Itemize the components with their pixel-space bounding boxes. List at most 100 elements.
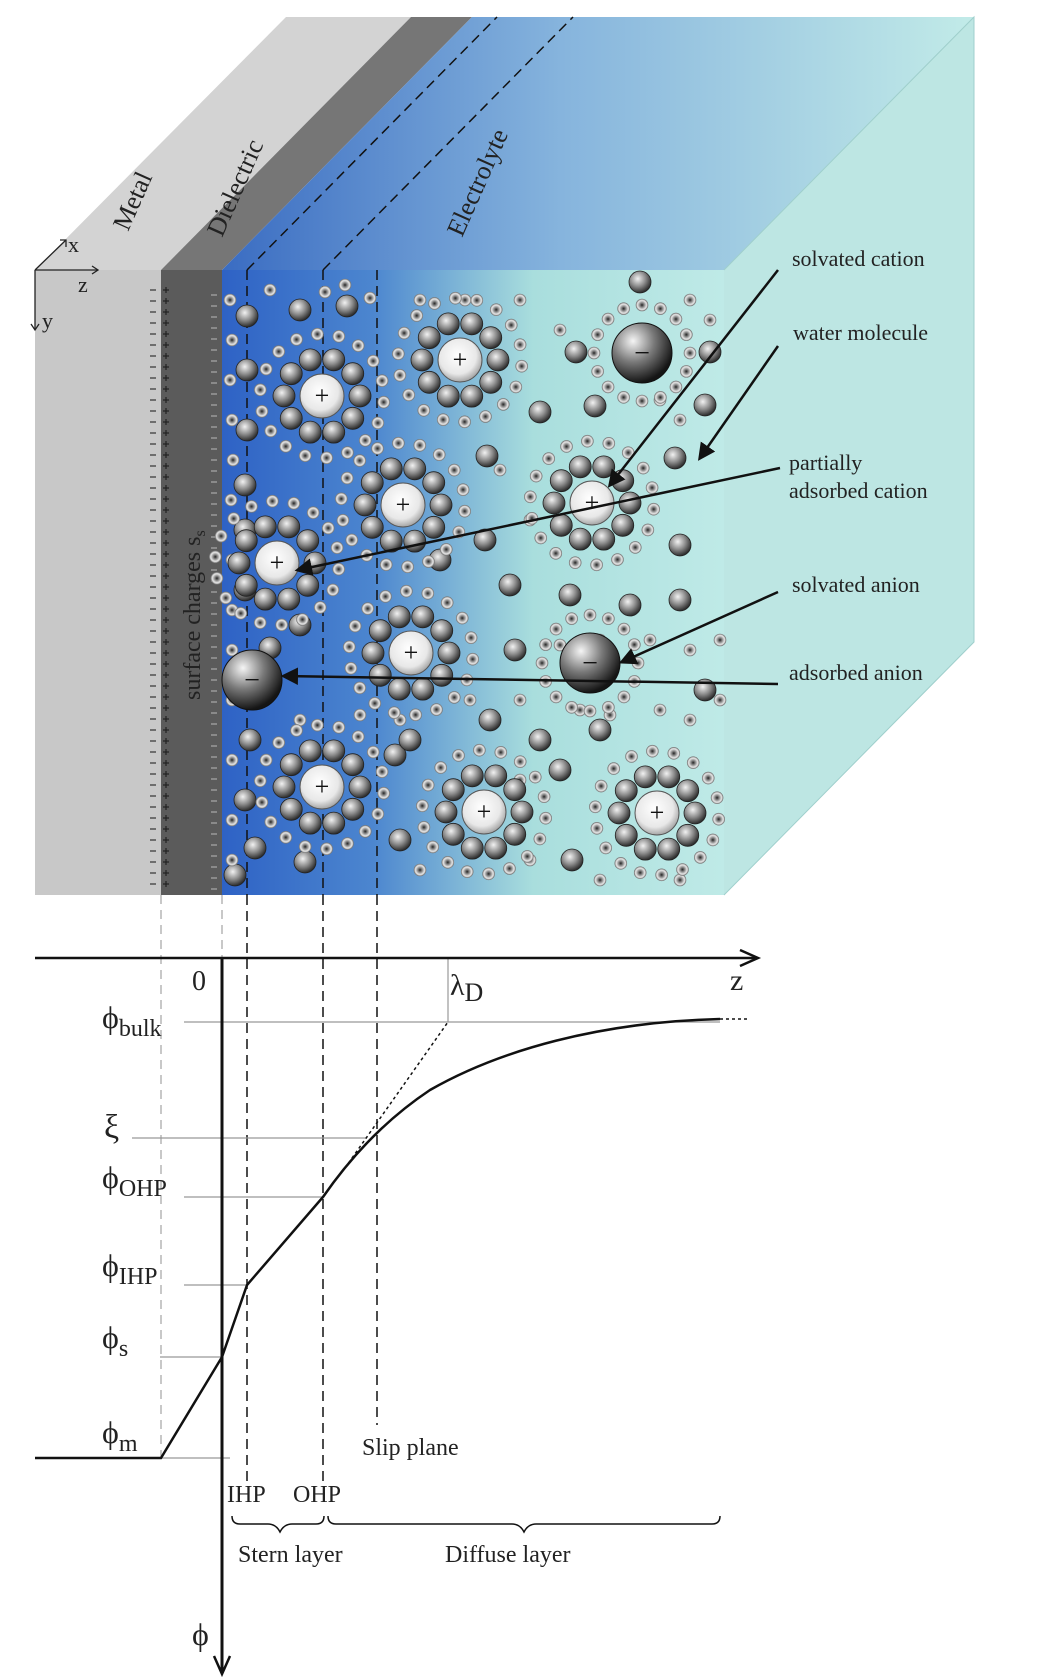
water-molecule [565,612,578,625]
water-molecule [668,588,692,612]
water-molecule [479,326,503,350]
water-molecule [421,778,435,792]
water-molecule [387,677,411,701]
water-molecule [238,728,262,752]
water-molecule [225,753,239,767]
water-molecule [401,560,414,574]
water-molecule [344,661,358,675]
water-molecule [589,800,602,814]
water-molecule [441,822,465,846]
water-molecule [361,602,375,615]
xi-label: ξ [104,1109,119,1146]
svg-text:surface charges ss: surface charges ss [180,530,209,700]
water-molecule [417,370,441,394]
water-molecule [460,312,484,336]
water-molecule [366,354,380,368]
water-molecule [293,713,307,727]
water-molecule [439,543,453,556]
water-molecule [460,865,474,878]
water-molecule [646,744,659,758]
solvated-cation: + [335,436,471,574]
surface-charge-marks [150,287,217,890]
water-molecule [537,790,551,804]
water-molecule [318,285,332,299]
water-molecule [683,293,697,307]
water-molecule [332,562,345,576]
z-axis-arrowhead [739,948,762,968]
svg-text:+: + [315,772,330,801]
water-molecule [341,362,365,386]
water-molecule [591,365,604,378]
water-molecule [335,492,348,506]
water-molecule [403,529,427,553]
water-molecule [210,571,224,585]
water-molecule [296,613,309,626]
water-molecule [298,348,322,372]
slip-plane-label: Slip plane [362,1435,459,1461]
callout-adsorbed-anion: adsorbed anion [789,660,923,685]
water-molecule [360,515,384,539]
water-molecule [227,551,251,575]
water-molecule [348,775,372,799]
water-molecule [542,491,566,515]
water-molecule [701,771,715,785]
water-molecule [320,842,333,856]
water-molecule [528,770,542,784]
callout-water-molecule: water molecule [793,320,928,345]
water-molecule [430,619,454,643]
water-molecule [332,721,346,734]
arrow-solvated-cation [607,269,779,488]
water-molecule [564,340,588,364]
water-molecule [601,380,615,394]
water-molecule [533,832,547,846]
svg-text:+: + [585,488,600,517]
water-molecule [263,283,277,297]
water-molecule [635,394,649,408]
water-molecule [410,348,434,372]
water-molecule [588,718,612,742]
water-molecule [549,622,563,636]
water-molecule [368,619,392,643]
water-molecule [601,312,615,326]
water-molecule [713,693,727,707]
water-molecule [452,749,465,762]
water-molecule [647,502,660,516]
water-molecule [264,424,278,438]
water-molecule [422,515,446,539]
axis-z-label: z [78,272,88,297]
water-molecule [234,529,258,553]
water-molecule [602,437,616,450]
water-molecule [321,521,335,535]
water-molecule [363,291,377,305]
water-molecule [460,764,484,788]
water-molecule [371,807,385,821]
water-molecule [253,515,277,539]
water-molecule [712,812,725,826]
water-molecule [320,451,333,465]
water-molecule [583,704,597,718]
water-molecule [581,434,594,448]
water-molecule [643,633,657,647]
dielectric-top-face [161,17,472,270]
water-molecule [636,461,650,475]
particles-layer: +++++++++−−− [209,270,727,887]
water-molecule [657,837,681,861]
water-molecule [353,681,367,695]
water-molecule [513,755,527,768]
water-molecule [298,420,322,444]
water-molecule [253,587,277,611]
water-molecule [676,863,689,876]
water-molecule [416,799,429,813]
water-molecule [259,362,273,376]
surface-charges-label: surface charges ss [180,530,209,700]
svg-text:+: + [650,798,665,827]
water-molecule [377,786,390,800]
water-molecule [343,640,356,654]
water-molecule [509,380,523,394]
water-molecule [617,622,631,636]
water-molecule [254,383,267,397]
water-molecule [279,831,293,844]
water-molecule [617,302,630,315]
arrow-water-molecule [697,345,780,461]
solvated-cation: + [589,744,725,882]
